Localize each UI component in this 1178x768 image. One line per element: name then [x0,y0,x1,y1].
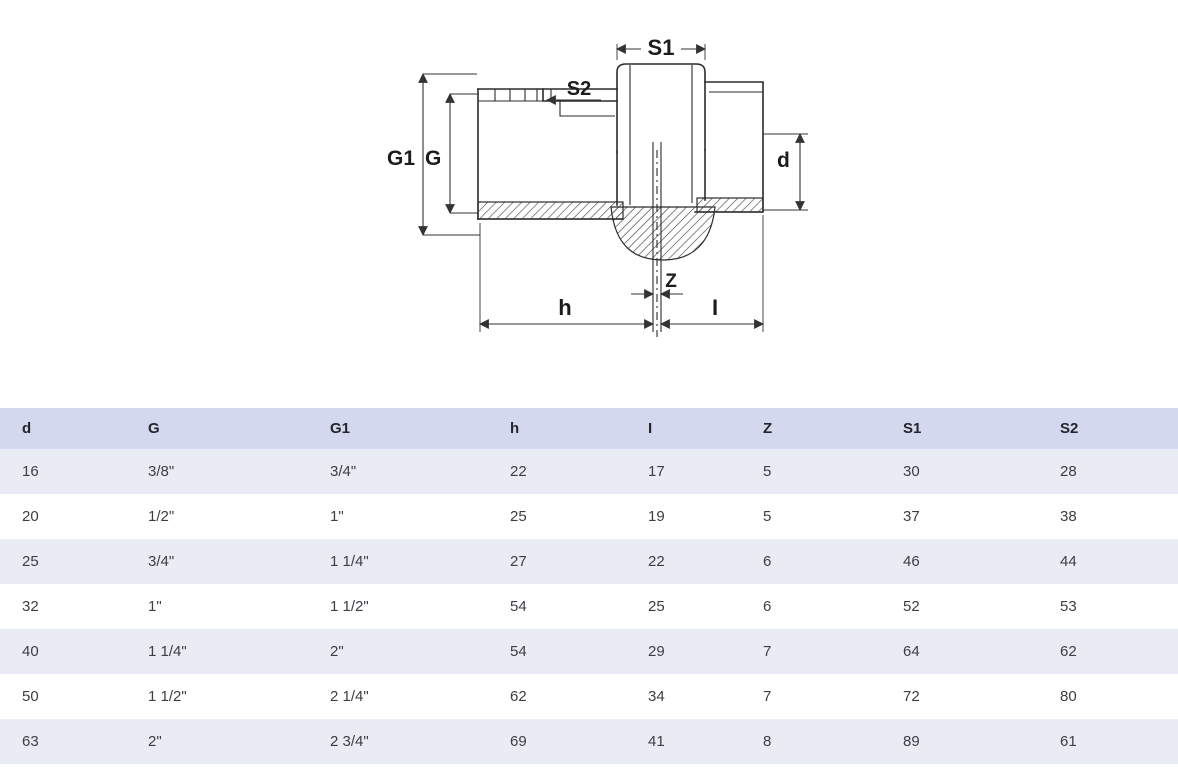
table-header-row: d G G1 h I Z S1 S2 [0,408,1178,449]
table-cell: 2 1/4" [330,688,369,705]
table-cell: 3/8" [148,463,175,480]
table-cell: 5 [763,463,772,480]
table-row: 32 1" 1 1/2" 54 25 6 52 53 [0,584,1178,629]
table-cell: 46 [903,553,920,570]
table-cell: 1 1/2" [330,598,369,615]
label-i: I [712,295,718,320]
label-s1: S1 [648,35,675,60]
table-cell: 28 [1060,463,1077,480]
table-cell: 30 [903,463,920,480]
table-cell: 25 [510,508,527,525]
label-g: G [425,147,441,170]
table-row: 16 3/8" 3/4" 22 17 5 30 28 [0,449,1178,494]
spec-table: d G G1 h I Z S1 S2 16 3/8" 3/4" 22 17 5 30 28 20… [0,408,1178,764]
table-cell: 6 [763,598,772,615]
table-cell: 69 [510,733,527,750]
col-header-z: Z [741,408,881,449]
table-cell: 72 [903,688,920,705]
table-cell: 27 [510,553,527,570]
fitting-body-right [694,81,764,213]
table-cell: 32 [22,598,39,615]
col-header-d: d [0,408,126,449]
table-cell: 1/2" [148,508,175,525]
technical-drawing: S1 S2 G1 G d h Z I [387,35,808,337]
table-cell: 1" [330,508,344,525]
table-cell: 19 [648,508,665,525]
table-cell: 7 [763,643,772,660]
table-cell: 1 1/2" [148,688,187,705]
table-cell: 64 [903,643,920,660]
table-cell: 2" [330,643,344,660]
table-cell: 41 [648,733,665,750]
table-cell: 54 [510,598,527,615]
table-cell: 38 [1060,508,1077,525]
col-header-s2: S2 [1038,408,1178,449]
table-cell: 2" [148,733,162,750]
table-cell: 61 [1060,733,1077,750]
label-h: h [558,295,571,320]
table-row: 40 1 1/4" 2" 54 29 7 64 62 [0,629,1178,674]
table-cell: 53 [1060,598,1077,615]
col-header-h: h [488,408,626,449]
table-cell: 44 [1060,553,1077,570]
table-cell: 25 [648,598,665,615]
col-header-i: I [626,408,741,449]
table-row: 20 1/2" 1" 25 19 5 37 38 [0,494,1178,539]
table-cell: 37 [903,508,920,525]
table-cell: 22 [510,463,527,480]
table-cell: 29 [648,643,665,660]
table-cell: 16 [22,463,39,480]
table-cell: 62 [1060,643,1077,660]
table-cell: 80 [1060,688,1077,705]
table-cell: 50 [22,688,39,705]
table-cell: 25 [22,553,39,570]
table-cell: 62 [510,688,527,705]
table-cell: 2 3/4" [330,733,369,750]
label-g1: G1 [387,147,415,170]
dimension-lines [418,44,808,332]
col-header-s1: S1 [881,408,1038,449]
table-cell: 7 [763,688,772,705]
table-cell: 54 [510,643,527,660]
table-row: 50 1 1/2" 2 1/4" 62 34 7 72 80 [0,674,1178,719]
table-cell: 20 [22,508,39,525]
col-header-g1: G1 [308,408,488,449]
table-cell: 34 [648,688,665,705]
table-cell: 6 [763,553,772,570]
fitting-diagram-svg: S1 S2 G1 G d h Z I [387,35,808,337]
union-nut [610,63,716,332]
label-d: d [777,149,790,172]
table-cell: 22 [648,553,665,570]
table-cell: 1 1/4" [148,643,187,660]
fitting-body-left [477,88,624,220]
table-cell: 5 [763,508,772,525]
table-cell: 8 [763,733,772,750]
table-cell: 89 [903,733,920,750]
label-s2: S2 [567,78,591,100]
table-cell: 1" [148,598,162,615]
table-row: 25 3/4" 1 1/4" 27 22 6 46 44 [0,539,1178,584]
label-z: Z [665,271,677,292]
table-cell: 40 [22,643,39,660]
table-cell: 17 [648,463,665,480]
table-cell: 3/4" [330,463,357,480]
table-cell: 63 [22,733,39,750]
table-cell: 3/4" [148,553,175,570]
table-cell: 1 1/4" [330,553,369,570]
dimension-labels: S1 S2 G1 G d h Z I [387,35,790,320]
table-cell: 52 [903,598,920,615]
col-header-g: G [126,408,308,449]
table-row: 63 2" 2 3/4" 69 41 8 89 61 [0,719,1178,764]
